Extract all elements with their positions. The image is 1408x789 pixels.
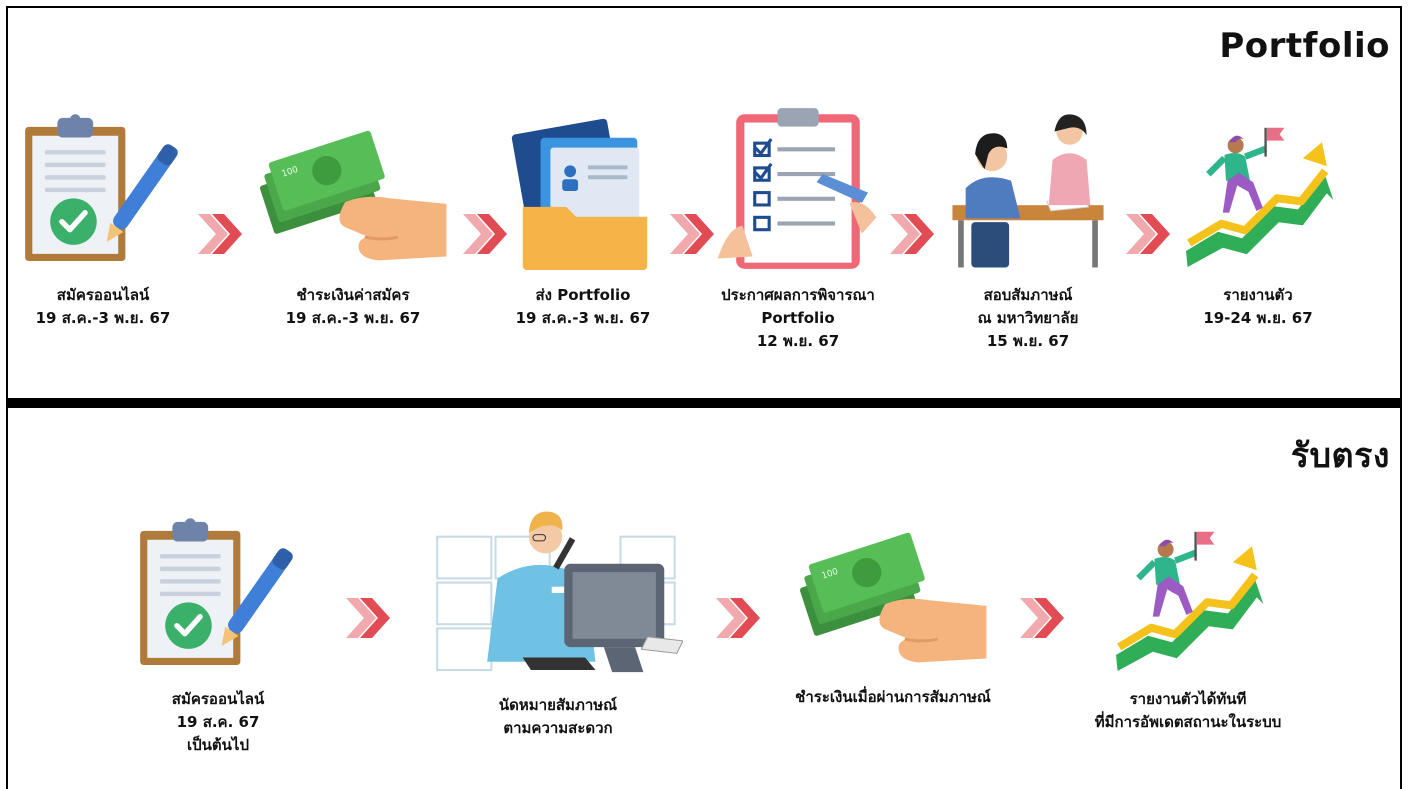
portfolio-step-result: ประกาศผลการพิจารณา Portfolio 12 พ.ย. 67 (708, 104, 888, 353)
step-caption: รายงานตัว 19-24 พ.ย. 67 (1173, 284, 1343, 330)
step-date: 19-24 พ.ย. 67 (1203, 309, 1313, 327)
step-date: 12 พ.ย. 67 (756, 332, 840, 350)
step-subtitle: ณ มหาวิทยาลัย (977, 309, 1079, 327)
step-caption: สมัครออนไลน์ 19 ส.ค. 67 เป็นต้นไป (128, 688, 308, 757)
direct-step-apply: สมัครออนไลน์ 19 ส.ค. 67 เป็นต้นไป (128, 508, 308, 757)
chevron-right-icon (463, 214, 507, 254)
step-date: 19 ส.ค.-3 พ.ย. 67 (515, 309, 651, 327)
step-caption: รายงานตัวได้ทันที ที่มีการอัพเดตสถานะในร… (1068, 688, 1308, 734)
clipboard-check-icon (133, 508, 303, 678)
step-title: ชำระเงินเมื่อผ่านการสัมภาษณ์ (795, 688, 991, 706)
portfolio-step-interview: สอบสัมภาษณ์ ณ มหาวิทยาลัย 15 พ.ย. 67 (938, 108, 1118, 353)
step-date: 19 ส.ค. 67 (176, 713, 260, 731)
direct-step-report: รายงานตัวได้ทันที ที่มีการอัพเดตสถานะในร… (1068, 512, 1308, 734)
step-title: รายงานตัวได้ทันที (1129, 690, 1247, 708)
chevron-right-icon (346, 598, 390, 638)
interview-icon (951, 113, 1105, 268)
step-title: สมัครออนไลน์ (171, 690, 265, 708)
step-title: สอบสัมภาษณ์ (983, 286, 1073, 304)
step-title: ชำระเงินค่าสมัคร (296, 286, 410, 304)
money-hand-icon (793, 530, 988, 664)
clipboard-check-icon (18, 104, 188, 274)
portfolio-panel: Portfolio สมัครออนไลน์ 19 ส.ค.-3 พ.ย. 67… (6, 6, 1402, 402)
phone-appointment-icon (433, 504, 683, 684)
portfolio-step-pay: ชำระเงินค่าสมัคร 19 ส.ค.-3 พ.ย. 67 (253, 128, 453, 330)
folder-icon (511, 118, 648, 271)
step-date: 19 ส.ค.-3 พ.ย. 67 (285, 309, 421, 327)
chevron-right-icon (198, 214, 242, 254)
step-title: สมัครออนไลน์ (56, 286, 150, 304)
step-caption: ประกาศผลการพิจารณา Portfolio 12 พ.ย. 67 (708, 284, 888, 353)
step-note: ที่มีการอัพเดตสถานะในระบบ (1094, 713, 1282, 731)
step-title: ประกาศผลการพิจารณา (721, 286, 875, 304)
step-caption: นัดหมายสัมภาษณ์ ตามความสะดวก (428, 694, 688, 740)
chevron-right-icon (1126, 214, 1170, 254)
step-caption: ชำระเงินเมื่อผ่านการสัมภาษณ์ (768, 686, 1018, 709)
success-climb-icon (1108, 512, 1268, 678)
checklist-icon (716, 106, 878, 271)
step-title: ส่ง Portfolio (535, 286, 631, 304)
direct-step-pay: ชำระเงินเมื่อผ่านการสัมภาษณ์ (768, 530, 1018, 709)
success-climb-icon (1178, 108, 1338, 274)
step-subtitle: Portfolio (761, 309, 835, 327)
portfolio-step-apply: สมัครออนไลน์ 19 ส.ค.-3 พ.ย. 67 (18, 104, 188, 330)
chevron-right-icon (1020, 598, 1064, 638)
step-caption: ส่ง Portfolio 19 ส.ค.-3 พ.ย. 67 (503, 284, 663, 330)
money-hand-icon (253, 128, 448, 262)
step-caption: สมัครออนไลน์ 19 ส.ค.-3 พ.ย. 67 (18, 284, 188, 330)
step-date: 19 ส.ค.-3 พ.ย. 67 (35, 309, 171, 327)
portfolio-step-report: รายงานตัว 19-24 พ.ย. 67 (1173, 108, 1343, 330)
step-note: เป็นต้นไป (187, 736, 249, 754)
step-title: นัดหมายสัมภาษณ์ (498, 696, 618, 714)
section-divider (6, 398, 1402, 408)
direct-step-appointment: นัดหมายสัมภาษณ์ ตามความสะดวก (428, 504, 688, 740)
step-caption: ชำระเงินค่าสมัคร 19 ส.ค.-3 พ.ย. 67 (253, 284, 453, 330)
chevron-right-icon (890, 214, 934, 254)
step-note: ตามความสะดวก (503, 719, 613, 737)
step-title: รายงานตัว (1223, 286, 1293, 304)
portfolio-step-submit: ส่ง Portfolio 19 ส.ค.-3 พ.ย. 67 (503, 116, 663, 330)
direct-section-title: รับตรง (1290, 436, 1390, 476)
step-caption: สอบสัมภาษณ์ ณ มหาวิทยาลัย 15 พ.ย. 67 (938, 284, 1118, 353)
direct-admission-panel: รับตรง สมัครออนไลน์ 19 ส.ค. 67 เป็นต้นไป… (6, 408, 1402, 789)
chevron-right-icon (716, 598, 760, 638)
step-date: 15 พ.ย. 67 (986, 332, 1070, 350)
portfolio-section-title: Portfolio (1219, 26, 1390, 66)
